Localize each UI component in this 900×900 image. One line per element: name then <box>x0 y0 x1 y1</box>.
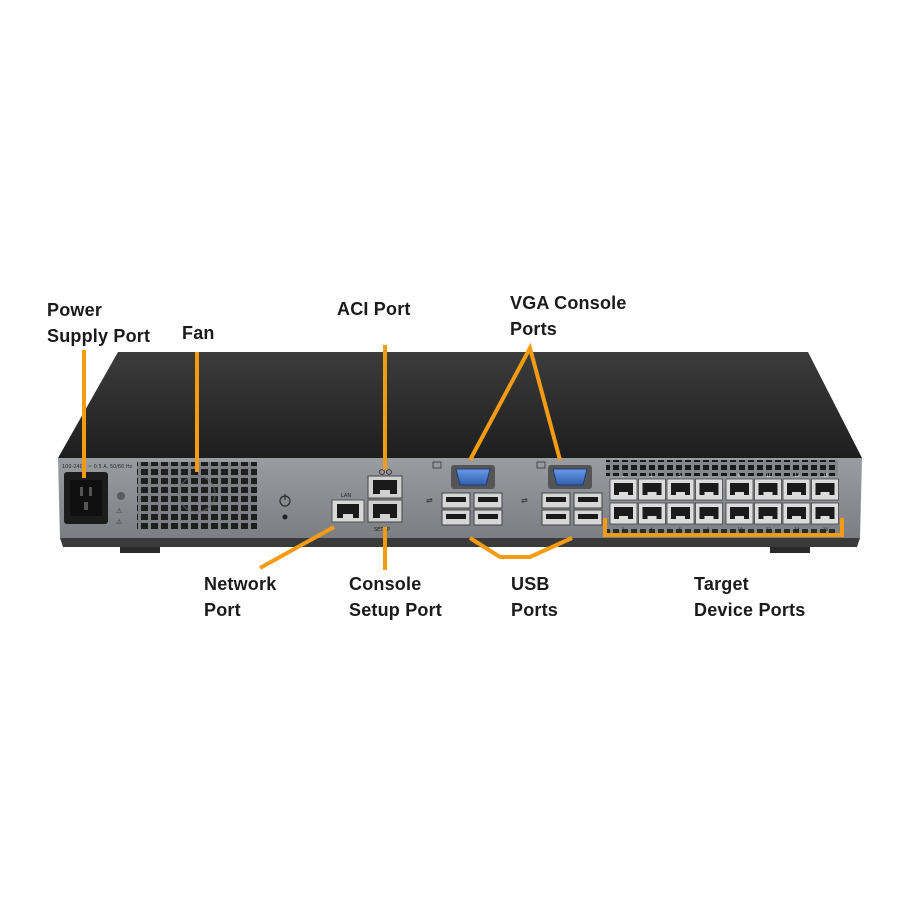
port-number-bottom: 4 <box>650 527 653 532</box>
port-number-bottom: 16 <box>823 527 829 532</box>
port-number-top: 1 <box>622 473 625 478</box>
port-number-top: 9 <box>738 473 741 478</box>
aci-port <box>367 475 403 499</box>
label-usb-ports: USB Ports <box>511 574 559 620</box>
port-number-bottom: 10 <box>738 527 744 532</box>
lan-text: LAN <box>341 493 351 499</box>
label-power-supply-port: Power Supply Port <box>47 300 151 346</box>
callout-lines <box>82 342 844 570</box>
power-inlet <box>64 472 108 524</box>
svg-text:⇌: ⇌ <box>426 496 433 505</box>
rating-text: 100-240V ~ 0.5 A, 50/60 Hz <box>62 464 133 470</box>
target-vent <box>606 460 838 476</box>
label-network-port: Network Port <box>204 574 277 620</box>
port-number-top: 15 <box>823 473 829 478</box>
target-device-ports <box>609 478 839 525</box>
fan-icon <box>178 475 216 513</box>
vga-port-1 <box>451 465 495 489</box>
svg-text:⇌: ⇌ <box>521 496 528 505</box>
setup-text: SETUP <box>374 527 390 533</box>
callout-line-vga <box>468 342 562 461</box>
power-icon <box>279 494 291 507</box>
console-setup-port <box>367 499 403 523</box>
label-target-device-ports: Target Device Ports <box>694 574 806 620</box>
svg-text:⚠: ⚠ <box>116 507 123 515</box>
usb-port-group-1: ⇌ <box>426 492 503 526</box>
label-console-setup-port: Console Setup Port <box>349 574 443 620</box>
port-number-bottom: 14 <box>795 527 801 532</box>
usb-port-group-2: ⇌ <box>521 492 603 526</box>
callout-line-target <box>603 518 844 537</box>
port-number-top: 11 <box>766 473 772 478</box>
port-number-top: 3 <box>650 473 653 478</box>
port-number-bottom: 6 <box>679 527 682 532</box>
vga-port-2 <box>548 465 592 489</box>
label-vga-console-ports: VGA Console Ports <box>510 293 627 339</box>
port-number-top: 13 <box>795 473 801 478</box>
svg-text:⚠: ⚠ <box>116 518 123 526</box>
network-port <box>331 499 365 523</box>
fan-vent <box>137 462 257 530</box>
callout-line-network <box>259 525 335 570</box>
port-number-bottom: 8 <box>707 527 710 532</box>
label-aci-port: ACI Port <box>337 299 411 319</box>
port-number-top: 5 <box>679 473 682 478</box>
port-number-bottom: 12 <box>766 527 772 532</box>
label-fan: Fan <box>182 323 215 343</box>
port-number-bottom: 2 <box>622 527 625 532</box>
callout-line-usb <box>468 536 573 559</box>
port-number-top: 7 <box>707 473 710 478</box>
chassis-top <box>58 352 862 458</box>
